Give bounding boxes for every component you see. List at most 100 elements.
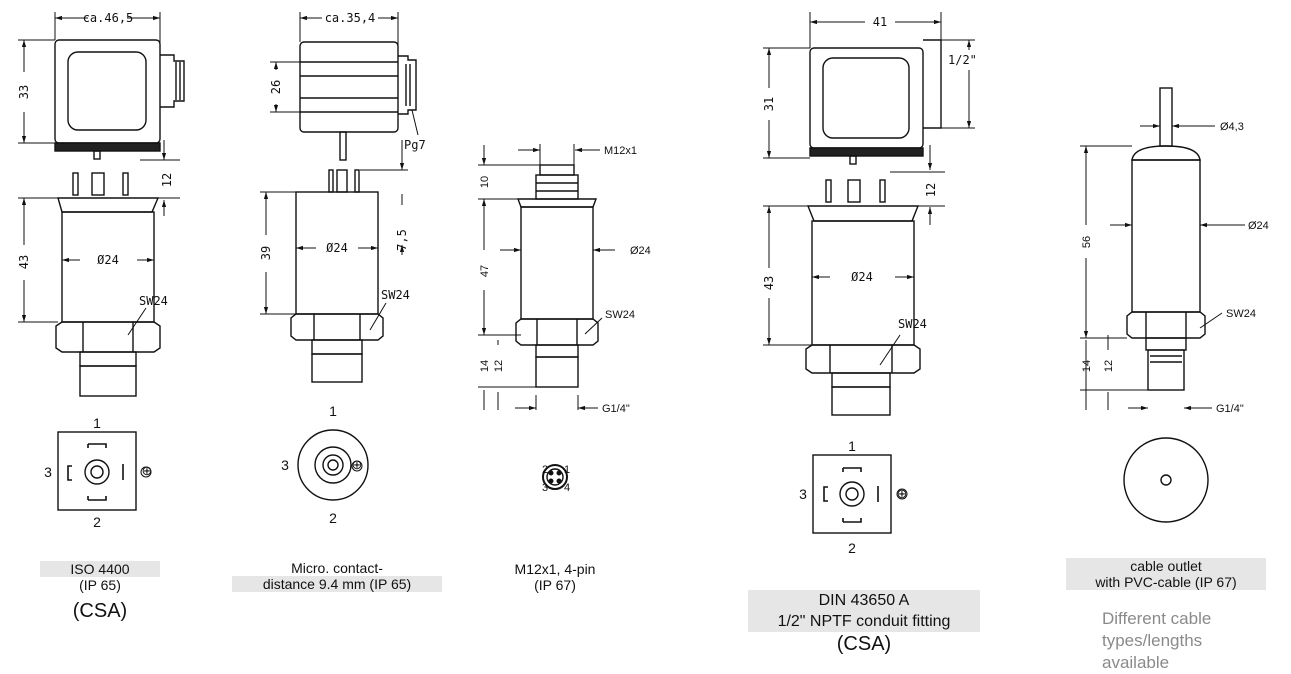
dim-hex: SW24: [139, 294, 168, 308]
caption-line: distance 9.4 mm (IP 65): [232, 576, 442, 592]
thread-stud: [831, 386, 891, 416]
dim-body-height: 43: [17, 255, 31, 269]
caption-line: (IP 65): [79, 577, 121, 593]
cable-gland: [398, 55, 417, 115]
dim-diameter: Ø24: [851, 270, 873, 284]
dim-14: 14: [1081, 360, 1093, 372]
dim-diameter: Ø24: [326, 241, 348, 255]
gland-label: Pg7: [404, 138, 426, 152]
pin-label-1: 1: [93, 415, 101, 431]
pin-label-1: 1: [329, 403, 337, 419]
connector-head: [299, 41, 399, 133]
dim-hex: SW24: [381, 288, 410, 302]
caption-line: Micro. contact-: [291, 560, 383, 576]
m12-plug: [535, 174, 579, 200]
thread-top-label: M12x1: [604, 145, 637, 157]
pinout-m12: [542, 464, 568, 490]
caption-line: (CSA): [836, 633, 892, 655]
dim-body-height: 56: [1081, 236, 1093, 248]
pin-label-2: 2: [848, 540, 856, 556]
caption-line: M12x1, 4-pin: [514, 561, 596, 577]
thread-stud: [311, 353, 363, 383]
hex-nut: [515, 318, 599, 346]
hex-nut: [1126, 311, 1206, 339]
pinout-iso4400: [57, 431, 137, 511]
pin-label-3: 3: [44, 464, 52, 480]
thread-stud: [79, 365, 137, 397]
thread-stud: [1147, 349, 1185, 391]
cable-end-view: [1123, 437, 1209, 523]
note-line: Different cable: [1102, 609, 1212, 628]
caption-line: DIN 43650 A: [748, 590, 980, 611]
dim-width: 41: [873, 15, 887, 29]
pin-label-3: 3: [542, 482, 548, 494]
dim-width: ca.46,5: [83, 11, 134, 25]
dim-top: 10: [479, 176, 491, 188]
pvc-cable: [1159, 87, 1173, 147]
hex-nut: [290, 313, 384, 341]
connector-window: [822, 57, 910, 139]
hex-nut: [805, 344, 921, 374]
caption-cable-outlet: cable outlet with PVC-cable (IP 67): [1066, 558, 1266, 590]
dim-diameter: Ø24: [1248, 220, 1269, 232]
caption-m12: M12x1, 4-pin (IP 67): [490, 561, 620, 593]
conduit-fitting: [923, 39, 942, 129]
pin-label-4: 4: [564, 482, 570, 494]
caption-line: ISO 4400: [40, 561, 160, 577]
cable-boot: [1131, 145, 1201, 161]
thread-bottom-label: G1/4": [1216, 403, 1244, 415]
drawing-micro-connector: [260, 12, 419, 501]
dim-hex: SW24: [898, 317, 927, 331]
pin-label-2: 2: [329, 510, 337, 526]
thread-stud: [535, 356, 579, 388]
dim-diameter: Ø24: [630, 245, 651, 257]
pin-label-1: 1: [848, 438, 856, 454]
note-line: types/lengths: [1102, 631, 1203, 650]
caption-micro-connector: Micro. contact- distance 9.4 mm (IP 65): [232, 560, 442, 592]
caption-din43650a: DIN 43650 A 1/2" NPTF conduit fitting (C…: [748, 590, 980, 656]
cable-diameter-label: Ø4,3: [1220, 121, 1244, 133]
conduit-label: 1/2": [948, 53, 977, 67]
dim-14: 14: [479, 360, 491, 372]
connector-window: [67, 51, 147, 131]
cable-gland: [160, 54, 185, 108]
dim-diameter: Ø24: [97, 253, 119, 267]
dim-body-height: 47: [479, 265, 491, 277]
dim-body-height: 39: [259, 246, 273, 260]
caption-iso4400: ISO 4400 (IP 65) (CSA): [40, 561, 160, 623]
drawing-iso4400: [18, 12, 185, 511]
pin-label-3: 3: [281, 457, 289, 473]
housing: [1131, 159, 1201, 313]
earth-symbol: ⊕: [896, 486, 908, 501]
hex-nut: [55, 321, 161, 353]
dim-12: 12: [493, 360, 505, 372]
pinout-din43650a: [812, 454, 892, 534]
dim-hex: SW24: [1226, 308, 1256, 320]
drawing-cable-outlet: [1080, 87, 1245, 523]
cable-note: Different cable types/lengths available: [1102, 608, 1211, 674]
dim-gap: 7,5: [395, 229, 409, 251]
thread-bottom-label: G1/4": [602, 403, 630, 415]
dim-head-height: 26: [269, 80, 283, 94]
earth-symbol: ⊕: [141, 463, 153, 478]
dim-width: ca.35,4: [325, 11, 376, 25]
connector-head: [809, 47, 924, 149]
dim-gap: 12: [160, 173, 174, 187]
caption-line: 1/2" NPTF conduit fitting: [748, 611, 980, 632]
pin-label-3: 3: [799, 486, 807, 502]
note-line: available: [1102, 653, 1170, 672]
gasket: [54, 142, 161, 152]
dim-head-height: 33: [17, 85, 31, 99]
dim-head-height: 31: [762, 97, 776, 111]
caption-line: (CSA): [72, 600, 128, 622]
pin-label-2: 2: [542, 464, 548, 476]
pin-label-2: 2: [93, 514, 101, 530]
caption-line: (IP 67): [534, 577, 576, 593]
dim-gap: 12: [924, 183, 938, 197]
caption-line: cable outlet: [1066, 558, 1266, 574]
dim-body-height: 43: [762, 276, 776, 290]
dim-12: 12: [1103, 360, 1115, 372]
housing: [520, 206, 594, 320]
drawing-din43650a: [763, 12, 975, 534]
